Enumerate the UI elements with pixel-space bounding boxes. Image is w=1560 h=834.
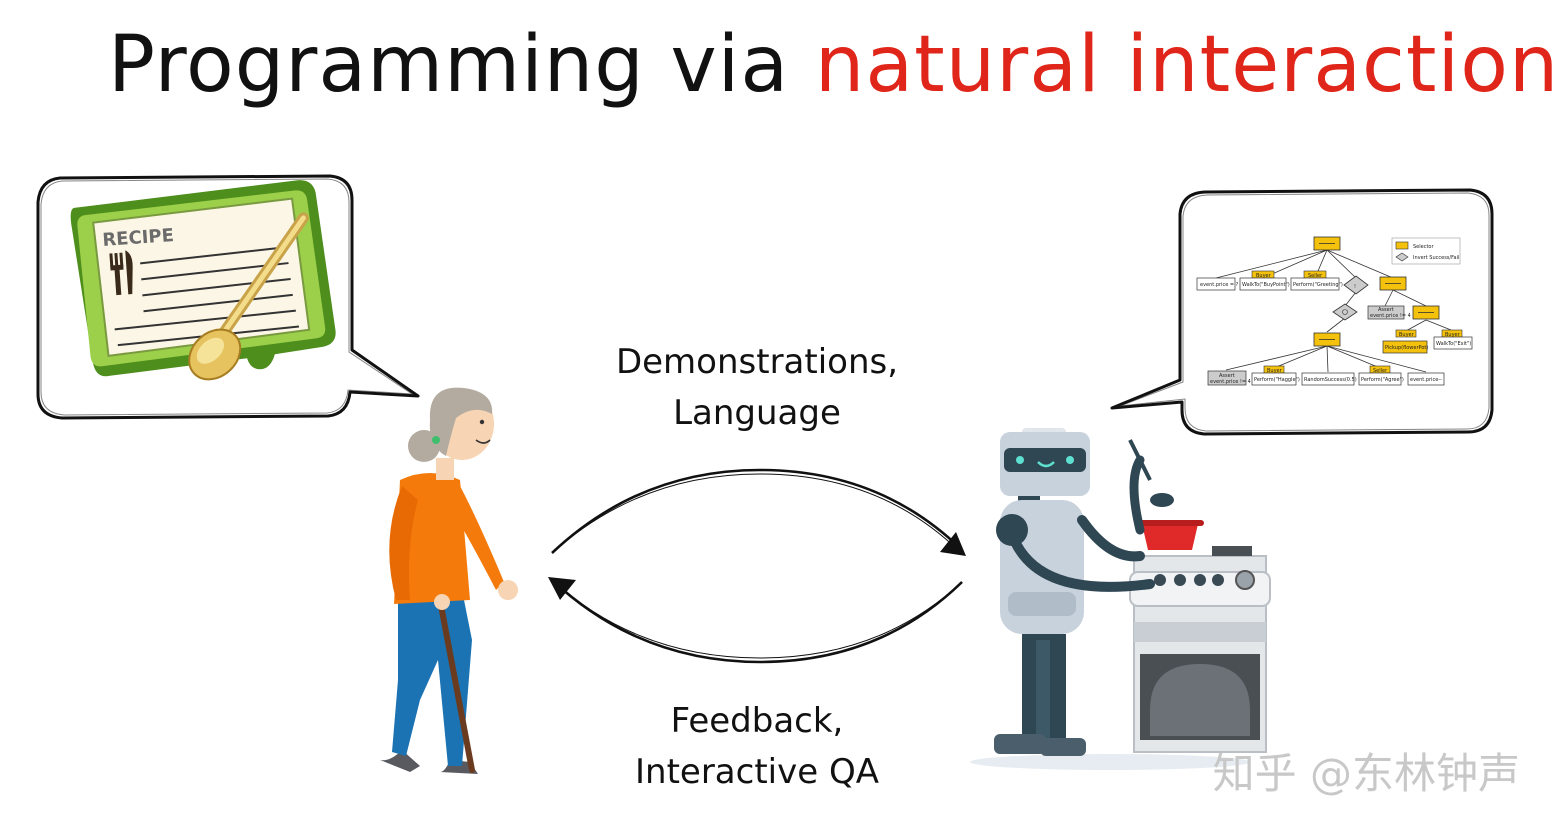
knife-icon	[125, 250, 133, 295]
node-agree: Perform("Agree")	[1361, 377, 1404, 383]
node-assert-expr-2: event.price != 4	[1210, 379, 1251, 385]
title-prefix: Programming via	[108, 20, 790, 110]
node-buyer-1: Buyer	[1256, 273, 1272, 279]
caption-demonstrations: Demonstrations,	[615, 342, 899, 382]
caption-to-human: Feedback, Interactive QA	[577, 696, 937, 798]
arrow-to-human	[548, 577, 963, 664]
spoon-icon	[188, 212, 309, 381]
robot-cooking-illustration	[970, 428, 1271, 770]
node-walkto: WalkTo("BuyPoint")	[1242, 282, 1290, 288]
node-walk-exit: WalkTo("Exit")	[1436, 341, 1471, 347]
slide-title: Programming via natural interactions	[108, 20, 1560, 110]
recipe-label: RECIPE	[102, 225, 175, 251]
elderly-woman-illustration	[380, 387, 518, 774]
node-random: RandomSuccess(0.5)	[1304, 377, 1357, 383]
node-greeting: Perform("Greeting")	[1293, 282, 1343, 288]
node-buyer-4: Buyer	[1267, 368, 1283, 374]
node-assert-1: Assert	[1378, 307, 1394, 313]
fork-icon	[109, 252, 124, 296]
caption-language: Language	[673, 393, 841, 433]
recipe-card-icon: RECIPE	[70, 180, 336, 381]
node-haggle: Perform("Haggle")	[1254, 377, 1300, 383]
behavior-tree: Selector Invert Success/Fail event.price…	[1196, 236, 1473, 386]
node-seller-1: Seller	[1308, 273, 1323, 279]
node-buyer-3: Buyer	[1445, 332, 1461, 338]
legend-invert: Invert Success/Fail	[1413, 255, 1459, 261]
node-seller-2: Seller	[1373, 368, 1388, 374]
watermark: 知乎 @东林钟声	[1212, 749, 1520, 798]
node-assert-2: Assert	[1219, 373, 1235, 379]
legend-selector: Selector	[1413, 244, 1434, 250]
caption-feedback: Feedback,	[670, 701, 844, 741]
node-price: event.price = ?	[1200, 282, 1239, 288]
caption-to-robot: Demonstrations, Language	[577, 337, 937, 439]
caption-interactive-qa: Interactive QA	[635, 752, 879, 792]
svg-text:!: !	[1354, 284, 1356, 290]
arrow-to-robot	[551, 468, 966, 556]
node-buyer-2: Buyer	[1399, 332, 1415, 338]
node-assert-expr-1: event.price != 4	[1370, 313, 1411, 319]
node-pickup: Pickup(flowerPot)	[1385, 345, 1428, 351]
node-price-dec: event.price--	[1410, 377, 1442, 383]
title-highlight: natural interactions	[814, 20, 1560, 110]
